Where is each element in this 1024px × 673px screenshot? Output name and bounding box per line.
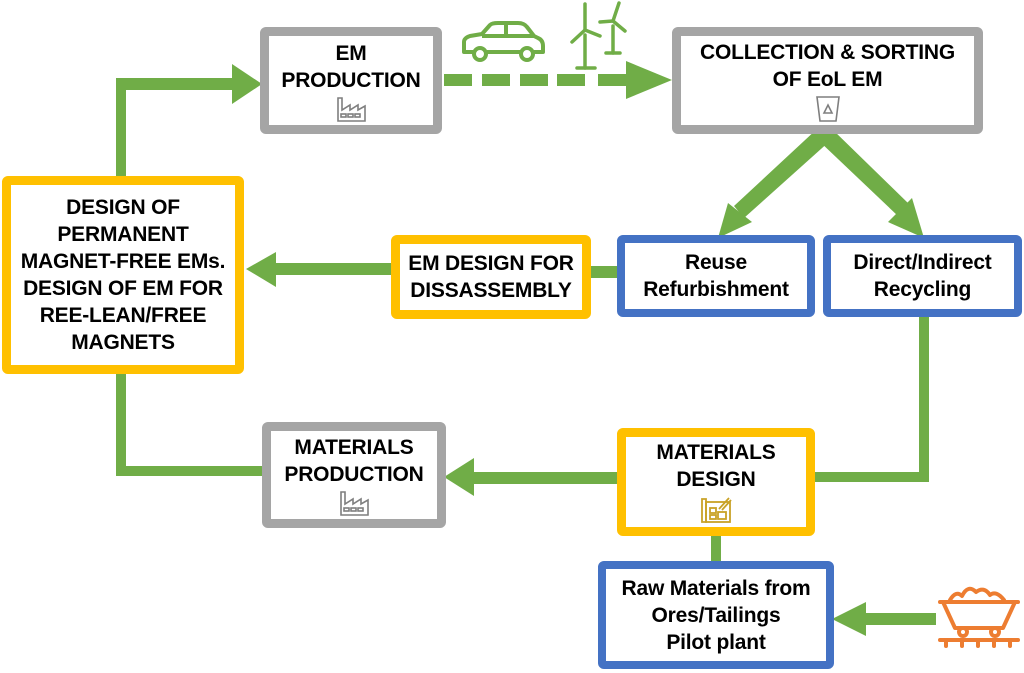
arrow-materials-design-to-production (444, 458, 620, 496)
node-label: Direct/Indirect Recycling (853, 251, 992, 301)
mine-cart-icon (938, 586, 1020, 648)
recycle-bin-icon (815, 95, 840, 122)
connector-recycling-to-materials-design (812, 310, 929, 482)
node-label: MATERIALS PRODUCTION (284, 436, 424, 486)
node-label: COLLECTION & SORTING OF EoL EM (700, 40, 955, 91)
node-materials-design: MATERIALS DESIGN (617, 428, 815, 536)
arrow-dashed-em-production-to-collection (444, 61, 672, 99)
node-em-design-disassembly: EM DESIGN FOR DISSASSEMBLY (391, 235, 591, 319)
factory-icon (337, 96, 366, 122)
arrow-collection-to-reuse (718, 128, 831, 238)
node-em-production: EM PRODUCTION (260, 27, 442, 134)
car-icon (462, 21, 545, 62)
node-label: Raw Materials from Ores/Tailings Pilot p… (621, 576, 811, 654)
arrow-collection-to-recycling (818, 128, 924, 238)
node-raw-materials: Raw Materials from Ores/Tailings Pilot p… (598, 561, 834, 669)
connector-materials-design-to-raw (711, 533, 721, 565)
node-label: EM DESIGN FOR DISSASSEMBLY (408, 252, 574, 302)
blueprint-icon (701, 497, 732, 523)
node-label: MATERIALS DESIGN (656, 441, 776, 491)
arrow-disassembly-to-design (246, 252, 396, 287)
node-label: EM PRODUCTION (281, 41, 421, 92)
node-reuse: Reuse Refurbishment (617, 235, 815, 317)
arrow-design-to-em-production (116, 64, 262, 180)
node-materials-production: MATERIALS PRODUCTION (262, 422, 446, 528)
node-collection-sorting: COLLECTION & SORTING OF EoL EM (672, 27, 983, 134)
node-label: Reuse Refurbishment (643, 251, 789, 301)
connector-reuse-to-disassembly (590, 266, 622, 278)
node-design-pm-free: DESIGN OF PERMANENT MAGNET-FREE EMs. DES… (2, 176, 244, 374)
wind-turbine-icon (570, 1, 627, 70)
connector-design-to-materials-production (116, 370, 266, 476)
node-label: DESIGN OF PERMANENT MAGNET-FREE EMs. DES… (20, 196, 226, 354)
arrow-cart-to-raw-materials (832, 602, 936, 636)
factory-icon (340, 491, 369, 516)
node-recycling: Direct/Indirect Recycling (823, 235, 1022, 317)
